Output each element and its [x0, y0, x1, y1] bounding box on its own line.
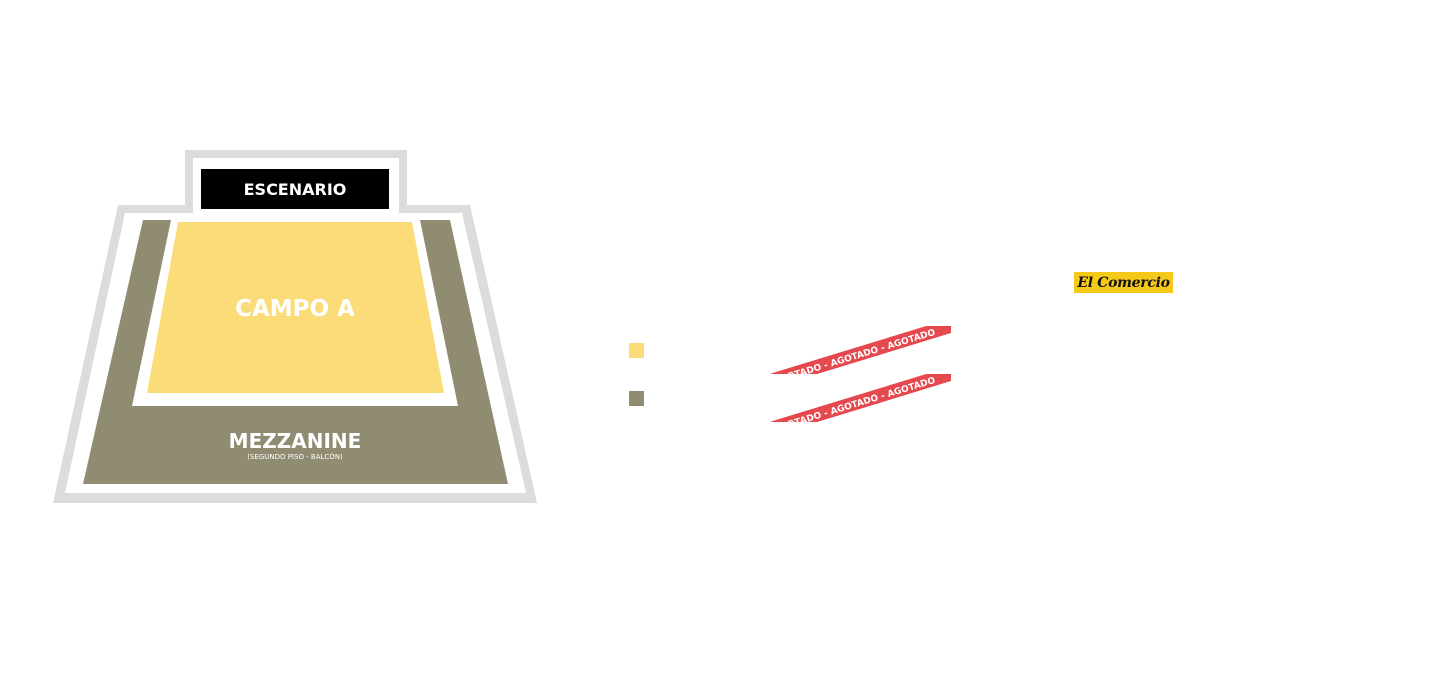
legend-swatch-mezzanine — [629, 391, 644, 406]
el-comercio-logo: El Comercio — [1074, 272, 1173, 293]
stage — [201, 169, 389, 209]
campo-a-label: CAMPO A — [235, 296, 355, 322]
legend-swatch-campo-a — [629, 343, 644, 358]
mezzanine-label: MEZZANINE — [229, 429, 362, 453]
stage-label: ESCENARIO — [244, 180, 347, 199]
mezzanine-sublabel: (SEGUNDO PISO - BALCÓN) — [247, 452, 343, 461]
sold-out-ribbon-campo-a: AGOTADO - AGOTADO - AGOTADO — [771, 326, 951, 374]
section-campo-a[interactable] — [147, 222, 444, 393]
venue-seating-map: ESCENARIO CAMPO A MEZZANINE (SEGUNDO PIS… — [53, 150, 537, 503]
sold-out-ribbon-mezzanine: AGOTADO - AGOTADO - AGOTADO — [771, 374, 951, 422]
